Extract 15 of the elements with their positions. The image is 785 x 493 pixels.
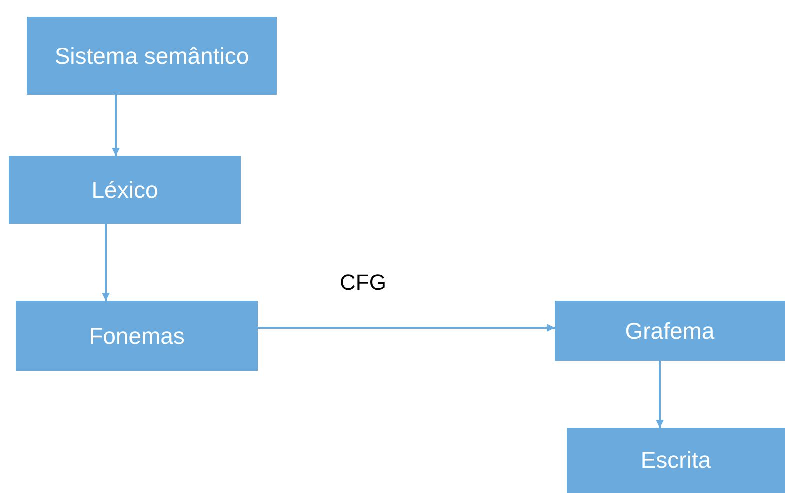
process-box [9, 156, 241, 224]
node-label: Grafema [625, 318, 715, 344]
node-label: Fonemas [89, 322, 185, 350]
process-box [16, 301, 258, 371]
process-box [27, 17, 277, 95]
process-box [567, 428, 785, 493]
node-label: Escrita [640, 447, 712, 474]
arrow [112, 95, 120, 156]
arrow [656, 361, 664, 428]
node-label: Léxico [92, 176, 158, 204]
text-label: CFG [340, 270, 386, 296]
node-label: Sistema semântico [54, 42, 250, 70]
arrow [258, 324, 555, 332]
arrow [102, 224, 110, 301]
process-box [555, 301, 785, 361]
